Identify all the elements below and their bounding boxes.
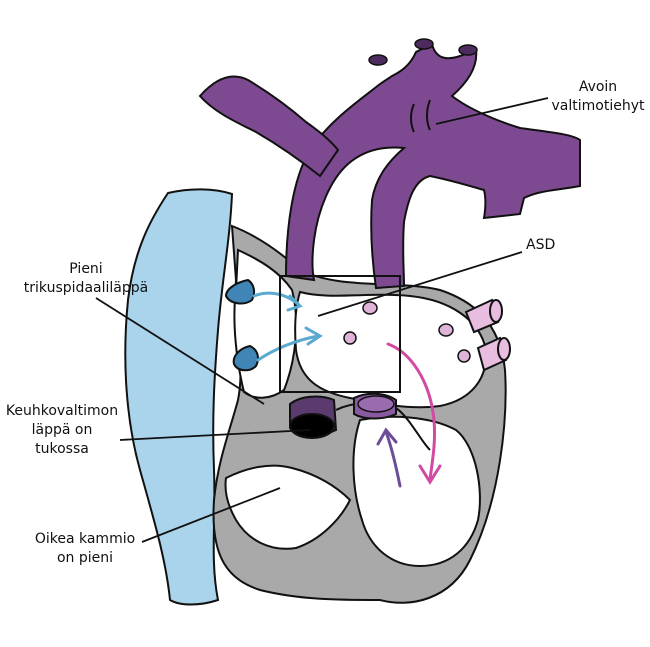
label-pulmonary-line2: läppä on xyxy=(31,422,93,438)
label-right-ventricle: Oikea kammio on pieni xyxy=(30,530,140,568)
label-asd-text: ASD xyxy=(526,237,556,253)
label-tricuspid-line2: trikuspidaaliläppä xyxy=(23,280,149,296)
label-rv-line1: Oikea kammio xyxy=(34,531,136,547)
aortic-branch-left xyxy=(198,75,340,178)
left-ventricle xyxy=(352,415,481,568)
label-rv-line2: on pieni xyxy=(56,550,114,566)
tricuspid-valve xyxy=(224,278,259,372)
aorta xyxy=(284,42,581,290)
left-atrium xyxy=(294,290,488,409)
pulmonary-valve xyxy=(289,395,338,439)
label-pulmonary-valve: Keuhkovaltimon läppä on tukossa xyxy=(4,402,120,459)
magenta-flow-arrow xyxy=(386,342,442,485)
purple-flow-arrow xyxy=(376,427,402,488)
branch-openings xyxy=(368,38,478,66)
label-ductus: Avoin valtimotiehyt xyxy=(548,78,648,116)
asd-box xyxy=(279,275,401,393)
label-pulmonary-line1: Keuhkovaltimon xyxy=(5,403,119,419)
pulmonary-veins xyxy=(464,298,511,372)
atrial-holes xyxy=(343,301,471,363)
aortic-root xyxy=(353,392,397,420)
blue-flow-arrows xyxy=(252,291,323,362)
vena-cava xyxy=(124,188,234,606)
right-ventricle-chamber xyxy=(224,464,352,550)
ductus-marks xyxy=(410,99,431,133)
label-tricuspid-line1: Pieni xyxy=(69,261,103,277)
leader-lines xyxy=(95,97,549,543)
label-asd: ASD xyxy=(526,236,555,255)
label-ductus-line2: valtimotiehyt xyxy=(551,98,645,114)
label-ductus-line1: Avoin xyxy=(578,79,618,95)
label-pulmonary-line3: tukossa xyxy=(35,441,89,457)
label-tricuspid: Pieni trikuspidaaliläppä xyxy=(8,260,164,298)
